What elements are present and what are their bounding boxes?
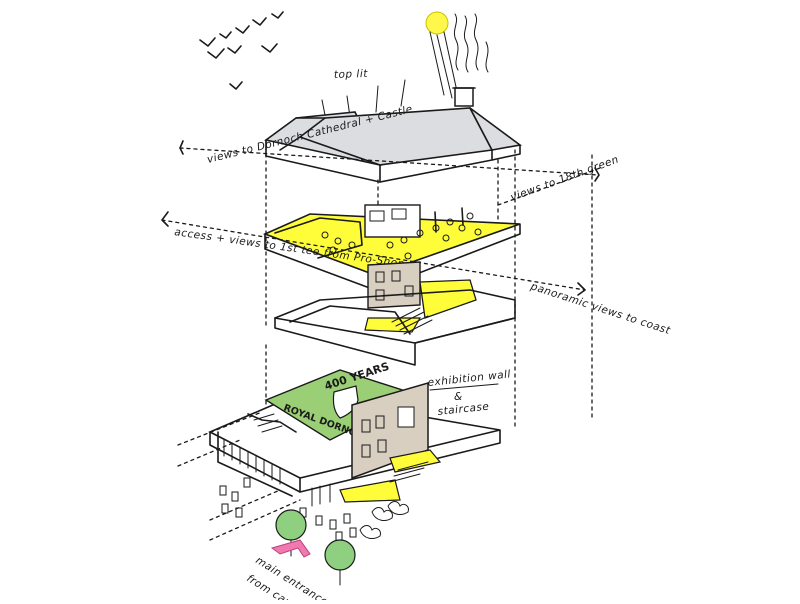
sun-rays (429, 31, 459, 99)
mid-level (274, 261, 516, 366)
staircase-label: staircase (437, 401, 490, 418)
birds-icon (199, 11, 284, 90)
bollards (219, 477, 357, 542)
sun-icon (425, 11, 449, 35)
exhibition-wall-label: exhibition wall (427, 368, 511, 389)
smoke-wisps (453, 13, 489, 73)
top-lit-label: top lit (334, 68, 369, 81)
views-green-label: views to 18th green (509, 153, 621, 203)
ground-level: 400 YEARS ROYAL DORNOCH (208, 360, 501, 507)
exhibition-amp: & (454, 391, 463, 403)
entrance-arrow-icon (270, 539, 311, 558)
tree-icon (275, 509, 307, 557)
roof-level (264, 87, 522, 183)
upper-floor (262, 204, 521, 291)
tree-icon-2 (324, 539, 356, 586)
panoramic-label: panoramic views to coast (528, 280, 672, 337)
shrubs (359, 501, 409, 539)
views-cathedral-bracket (179, 140, 600, 182)
site-dashes (177, 411, 301, 541)
access-views-bracket (161, 211, 586, 296)
